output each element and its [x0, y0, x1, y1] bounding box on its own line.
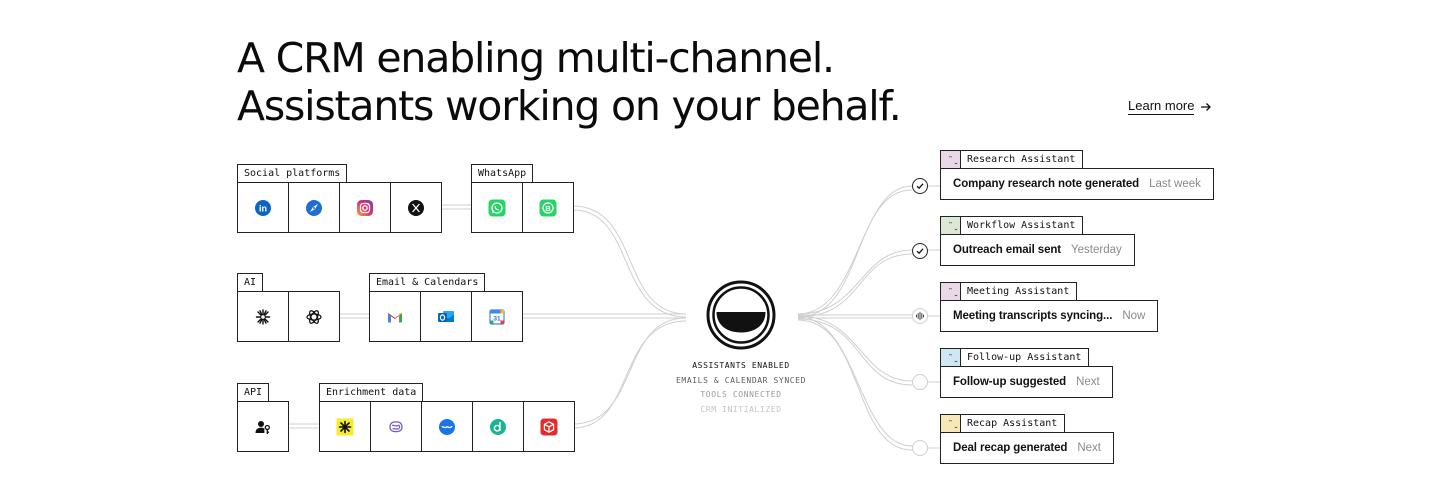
enrichment-asterisk-icon[interactable]: [320, 402, 371, 451]
status-list: ASSISTANTS ENABLED EMAILS & CALENDAR SYN…: [640, 359, 842, 417]
assistant-time: Now: [1122, 310, 1146, 322]
checkmark-icon: [912, 243, 928, 259]
checkmark-icon: [912, 178, 928, 194]
meeting-assistant-tag: ᵔ̮ Meeting Assistant: [940, 282, 1078, 301]
workflow-assistant-card[interactable]: Outreach email sent Yesterday: [940, 234, 1135, 266]
assistant-message: Company research note generated: [953, 178, 1140, 190]
assistant-hub-icon: [706, 280, 776, 350]
whatsapp-business-icon[interactable]: B: [523, 183, 573, 232]
social-platforms-tag: Social platforms: [237, 164, 348, 183]
assistant-time: Yesterday: [1071, 244, 1122, 256]
google-calendar-icon[interactable]: 31: [472, 292, 522, 341]
recap-assistant-card[interactable]: Deal recap generated Next: [940, 432, 1114, 464]
follow-up-assistant-tag: ᵔ̮ Follow-up Assistant: [940, 348, 1090, 367]
assistant-message: Outreach email sent: [953, 244, 1062, 256]
safari-compass-icon[interactable]: [289, 183, 340, 232]
api-row: [237, 401, 289, 452]
openai-icon[interactable]: [289, 292, 339, 341]
enrichment-d-icon[interactable]: [473, 402, 524, 451]
enrichment-wave-icon[interactable]: [422, 402, 473, 451]
enrichment-brain-icon[interactable]: [371, 402, 422, 451]
assistant-message: Follow-up suggested: [953, 376, 1067, 388]
email-calendars-row: 31: [369, 291, 523, 342]
follow-up-assistant-card[interactable]: Follow-up suggested Next: [940, 366, 1113, 398]
learn-more-label: Learn more: [1128, 98, 1195, 115]
assistant-message: Deal recap generated: [953, 442, 1068, 454]
social-platforms-row: in: [237, 182, 442, 233]
assistant-message: Meeting transcripts syncing...: [953, 310, 1113, 322]
status-line-emails: EMAILS & CALENDAR SYNCED: [676, 375, 806, 385]
headline-line-2: Assistants working on your behalf.: [237, 82, 902, 130]
learn-more-link[interactable]: Learn more: [1128, 98, 1212, 115]
instagram-icon[interactable]: [340, 183, 391, 232]
x-twitter-icon[interactable]: [391, 183, 441, 232]
assistant-face-icon: ᵔ̮: [941, 349, 961, 367]
research-assistant-tag: ᵔ̮ Research Assistant: [940, 150, 1084, 169]
outlook-icon[interactable]: [421, 292, 472, 341]
whatsapp-tag: WhatsApp: [471, 164, 534, 183]
assistant-face-icon: ᵔ̮: [941, 283, 961, 301]
assistant-name: Workflow Assistant: [967, 220, 1076, 231]
email-calendars-tag: Email & Calendars: [369, 273, 486, 292]
assistant-name: Recap Assistant: [967, 418, 1058, 429]
svg-text:B: B: [545, 203, 551, 212]
gmail-icon[interactable]: [370, 292, 421, 341]
audio-waveform-icon: [912, 308, 928, 324]
whatsapp-row: B: [471, 182, 574, 233]
recap-assistant-tag: ᵔ̮ Recap Assistant: [940, 414, 1066, 433]
status-line-crm: CRM INITIALIZED: [700, 404, 782, 414]
assistant-time: Last week: [1149, 178, 1201, 190]
headline-line-1: A CRM enabling multi-channel.: [237, 34, 835, 82]
headline: A CRM enabling multi-channel. Assistants…: [237, 34, 902, 130]
whatsapp-icon[interactable]: [472, 183, 523, 232]
svg-text:31: 31: [493, 315, 501, 322]
status-line-tools: TOOLS CONNECTED: [700, 390, 782, 399]
assistant-time: Next: [1076, 376, 1100, 388]
assistant-face-icon: ᵔ̮: [941, 217, 961, 235]
assistant-name: Meeting Assistant: [967, 286, 1070, 297]
assistant-face-icon: ᵔ̮: [941, 415, 961, 433]
claude-ai-icon[interactable]: [238, 292, 289, 341]
ai-tag: AI: [237, 273, 264, 292]
research-assistant-card[interactable]: Company research note generated Last wee…: [940, 168, 1214, 200]
enrichment-data-tag: Enrichment data: [319, 383, 424, 402]
enrichment-data-row: [319, 401, 575, 452]
arrow-right-icon: [1201, 102, 1212, 111]
linkedin-icon[interactable]: in: [238, 183, 289, 232]
meeting-assistant-card[interactable]: Meeting transcripts syncing... Now: [940, 300, 1159, 332]
api-tag: API: [237, 383, 270, 402]
assistant-name: Follow-up Assistant: [967, 352, 1082, 363]
api-user-key-icon[interactable]: [238, 402, 288, 451]
pending-circle-icon: [912, 374, 928, 390]
ai-row: [237, 291, 340, 342]
assistant-time: Next: [1077, 442, 1101, 454]
pending-circle-icon: [912, 440, 928, 456]
svg-text:in: in: [259, 203, 267, 213]
workflow-assistant-tag: ᵔ̮ Workflow Assistant: [940, 216, 1084, 235]
assistant-face-icon: ᵔ̮: [941, 151, 961, 169]
enrichment-cube-icon[interactable]: [524, 402, 574, 451]
assistant-name: Research Assistant: [967, 154, 1076, 165]
status-line-assistants: ASSISTANTS ENABLED: [692, 361, 790, 370]
